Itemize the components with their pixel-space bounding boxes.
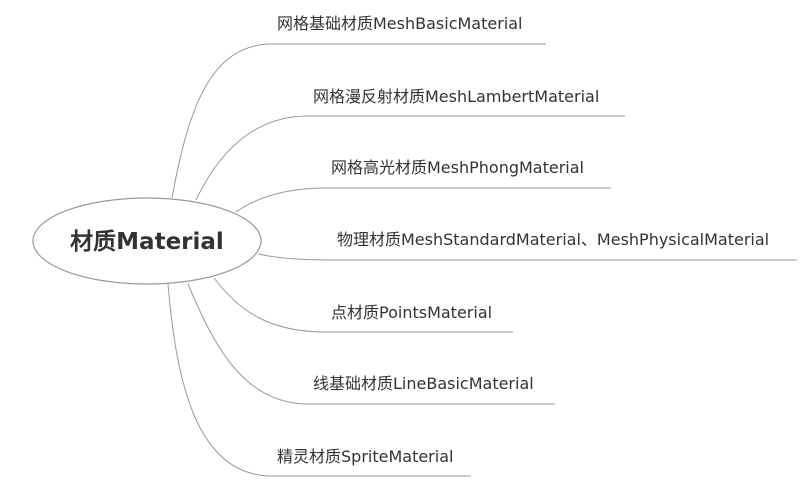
edge-sprite [167, 283, 273, 477]
edge-lambert [195, 115, 309, 201]
center-node-label: 材质Material [70, 229, 224, 255]
branch-label-line-basic: 线基础材质LineBasicMaterial [313, 374, 534, 393]
branch-label-physical: 物理材质MeshStandardMaterial、MeshPhysicalMat… [337, 230, 769, 249]
branch-label-mesh-lambert: 网格漫反射材质MeshLambertMaterial [313, 87, 599, 106]
center-node [32, 197, 262, 285]
edge-line [187, 283, 309, 405]
branch-label-mesh-basic: 网格基础材质MeshBasicMaterial [277, 14, 523, 33]
edge-physical [257, 253, 333, 261]
branch-label-points: 点材质PointsMaterial [331, 303, 492, 322]
branch-label-mesh-phong: 网格高光材质MeshPhongMaterial [331, 158, 584, 177]
edge-basic [171, 43, 273, 199]
edge-phong [235, 187, 327, 213]
branch-label-sprite: 精灵材质SpriteMaterial [277, 447, 453, 466]
edge-points [213, 277, 327, 333]
